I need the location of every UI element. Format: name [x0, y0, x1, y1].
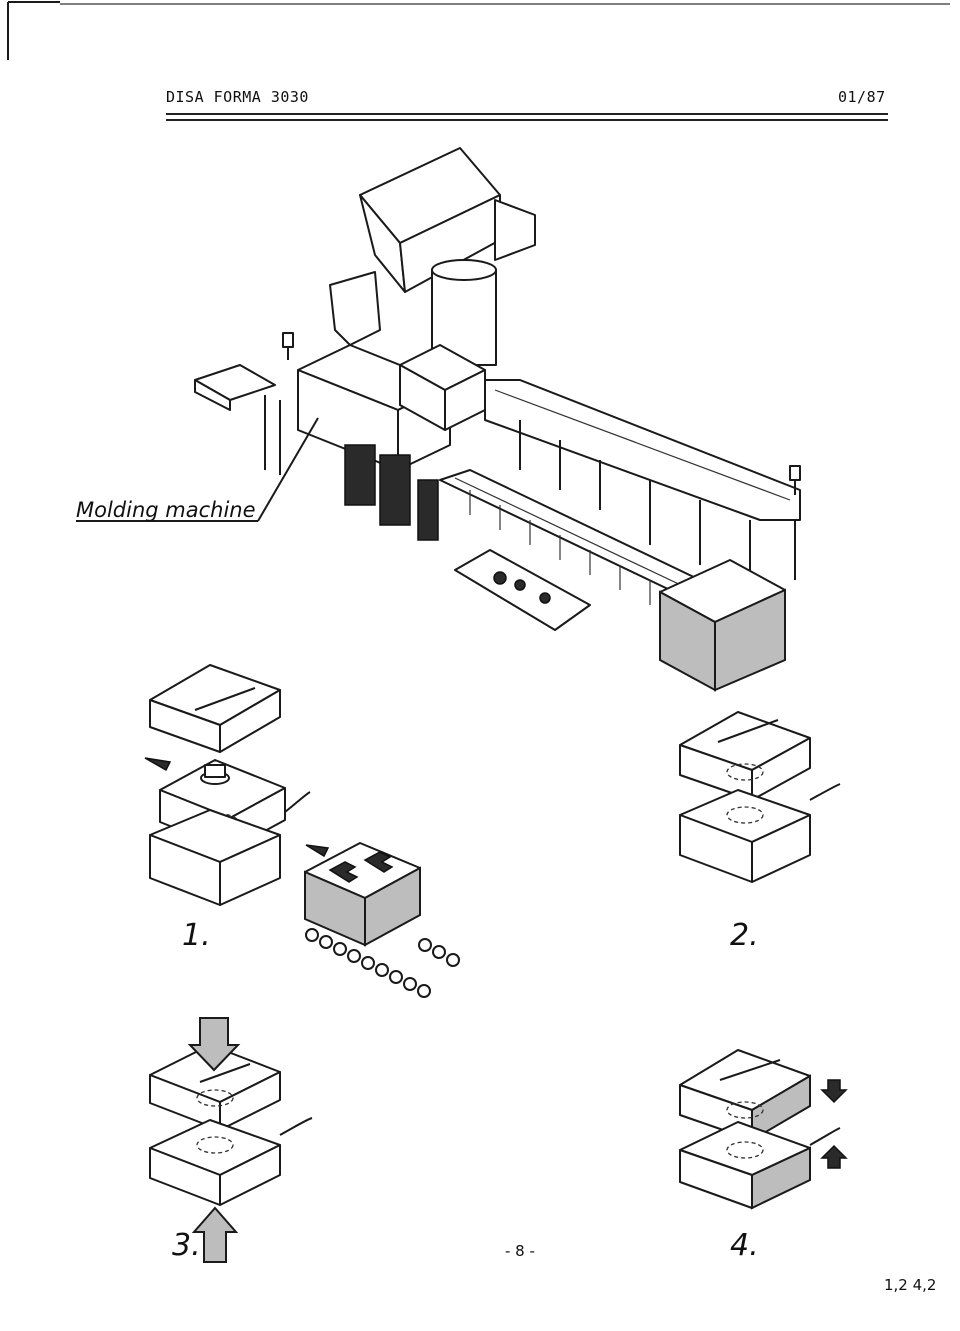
step-3-label: 3. [172, 1228, 201, 1263]
page-number: - 8 - [505, 1242, 535, 1260]
stage-2-diagram [679, 711, 841, 883]
arrow-up-icon [191, 1206, 239, 1263]
page-edge-marks [7, 1, 950, 60]
stage-3-diagram [149, 1017, 313, 1263]
step-1-label: 1. [182, 918, 211, 953]
step-2-label: 2. [730, 918, 759, 953]
step-4-label: 4. [730, 1228, 759, 1263]
corner-note: 1,2 4,2 [884, 1276, 937, 1294]
arrow-down-icon [820, 1079, 848, 1104]
molding-line-drawing [76, 147, 801, 692]
document-title: DISA FORMA 3030 [166, 88, 309, 106]
arrow-icon [144, 757, 172, 772]
document-date: 01/87 [838, 88, 886, 106]
molding-machine-label: Molding machine [76, 498, 256, 522]
header-rule [166, 113, 888, 121]
arrow-up-icon [820, 1144, 848, 1169]
arrow-down-icon [187, 1017, 241, 1072]
arrow-icon [305, 844, 330, 858]
mold-stack-diagram [304, 842, 460, 998]
stage-4-diagram [679, 1049, 848, 1210]
stage-1-diagram [144, 664, 311, 906]
